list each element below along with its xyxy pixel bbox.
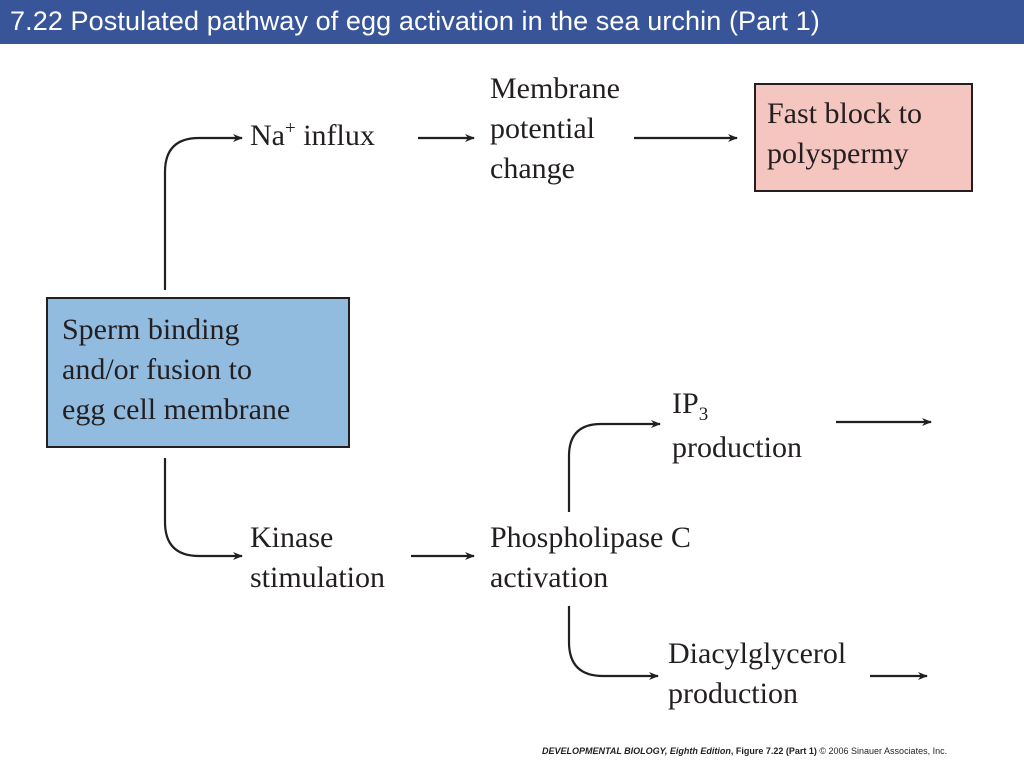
influx-text: influx bbox=[295, 119, 375, 152]
fast-block-box bbox=[754, 83, 973, 192]
arrow-plc-to-dag bbox=[567, 606, 659, 680]
dag-line-2: production bbox=[668, 677, 798, 710]
kinase-stimulation-label: Kinase stimulation bbox=[250, 518, 385, 598]
fast-block-line-1: Fast block to bbox=[767, 97, 922, 130]
kinase-line-1: Kinase bbox=[250, 521, 334, 554]
membrane-line-3: change bbox=[490, 152, 575, 185]
membrane-line-1: Membrane bbox=[490, 72, 620, 105]
ip3-subscript: 3 bbox=[698, 404, 709, 425]
diacylglycerol-label: Diacylglycerol production bbox=[668, 634, 846, 714]
arrow-plc-to-ip3 bbox=[567, 420, 661, 512]
credit-figure: , Figure 7.22 (Part 1) bbox=[730, 746, 817, 756]
credit-book: DEVELOPMENTAL BIOLOGY, Eighth Edition bbox=[542, 746, 731, 756]
membrane-potential-label: Membrane potential change bbox=[490, 69, 620, 189]
arrow-sperm-to-kinase bbox=[163, 458, 243, 560]
sperm-binding-label: Sperm binding and/or fusion to egg cell … bbox=[62, 310, 290, 430]
figure-credit: DEVELOPMENTAL BIOLOGY, Eighth Edition, F… bbox=[542, 746, 947, 756]
na-text: Na bbox=[250, 119, 285, 152]
fast-block-line-2: polyspermy bbox=[767, 137, 909, 170]
plc-line-2: activation bbox=[490, 561, 609, 594]
na-influx-label: Na+ influx bbox=[250, 116, 375, 160]
plc-line-1: Phospholipase C bbox=[490, 521, 691, 554]
ip3-production-label: IP3 production bbox=[672, 384, 802, 468]
dag-line-1: Diacylglycerol bbox=[668, 637, 847, 670]
fast-block-label: Fast block to polyspermy bbox=[767, 94, 922, 174]
na-superscript: + bbox=[284, 118, 296, 139]
kinase-line-2: stimulation bbox=[250, 561, 385, 594]
credit-copyright: © 2006 Sinauer Associates, Inc. bbox=[816, 746, 948, 756]
slide-title: 7.22 Postulated pathway of egg activatio… bbox=[10, 6, 820, 36]
sperm-line-1: Sperm binding bbox=[62, 313, 240, 346]
title-bar: 7.22 Postulated pathway of egg activatio… bbox=[0, 0, 1024, 44]
sperm-line-2: and/or fusion to bbox=[62, 353, 252, 386]
ip3-line-2: production bbox=[672, 431, 802, 464]
sperm-line-3: egg cell membrane bbox=[62, 393, 291, 426]
phospholipase-label: Phospholipase C activation bbox=[490, 518, 691, 598]
membrane-line-2: potential bbox=[490, 112, 595, 145]
arrow-sperm-to-na bbox=[163, 134, 243, 290]
sperm-binding-box bbox=[46, 297, 350, 448]
ip-text: IP bbox=[672, 387, 699, 420]
